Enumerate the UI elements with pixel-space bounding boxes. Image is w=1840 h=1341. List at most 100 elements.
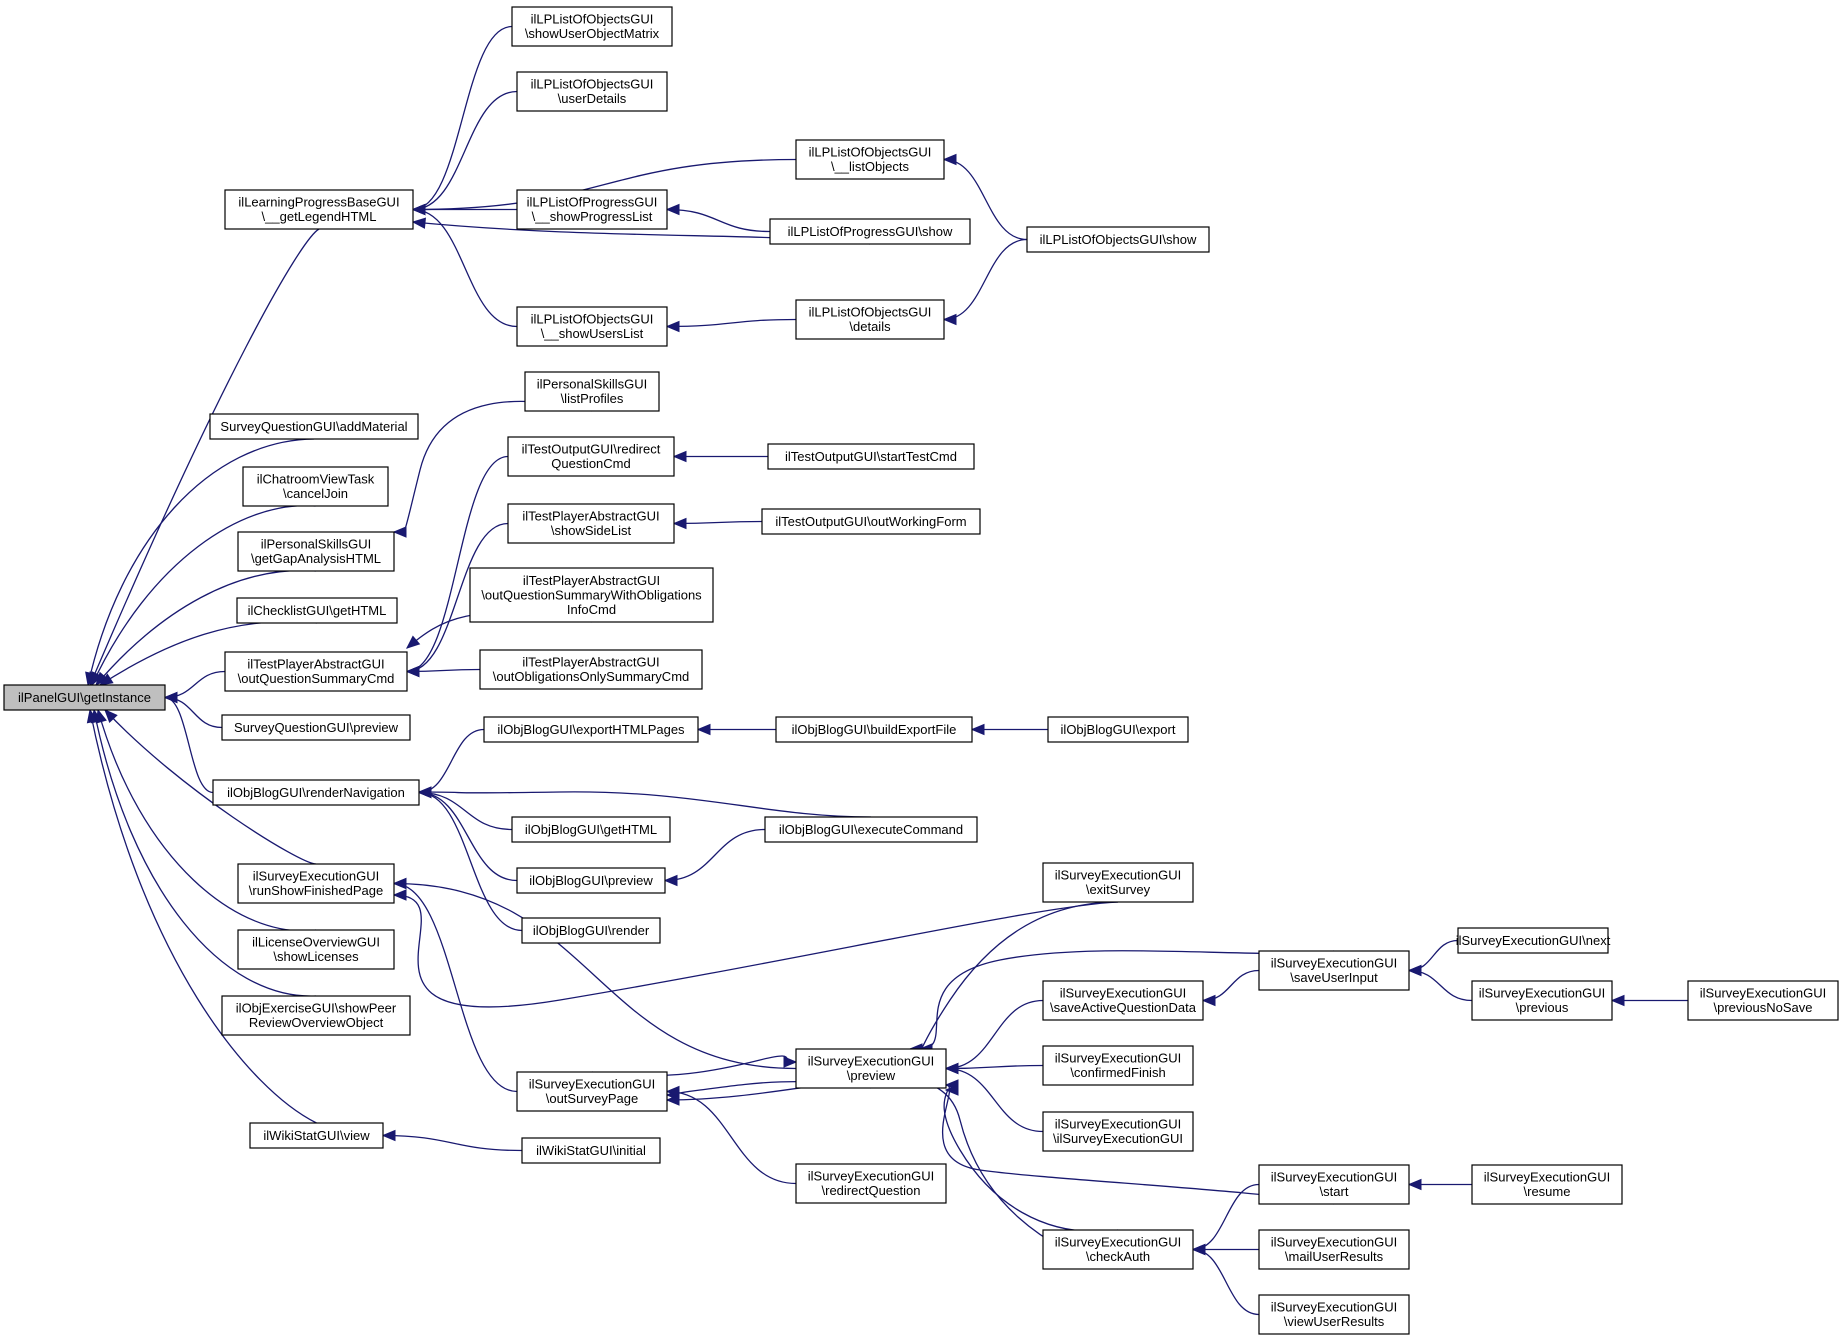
node-label-line: ilObjBlogGUI\exportHTMLPages [497, 722, 685, 737]
node-label-line: ilTestPlayerAbstractGUI [523, 573, 660, 588]
node-n32[interactable]: ilTestOutputGUI\outWorkingForm [761, 508, 981, 535]
node-box [1042, 1229, 1194, 1270]
edge-n12-to-n0-line [89, 709, 317, 1124]
edge-n39-to-n9 [392, 889, 1119, 1008]
edge-n35-to-n9-line [393, 882, 797, 1070]
node-n34[interactable]: ilObjBlogGUI\executeCommand [764, 816, 978, 843]
node-label-line: \__getLegendHTML [262, 209, 377, 224]
node-n19[interactable]: ilTestPlayerAbstractGUI\showSideList [507, 503, 675, 544]
node-n38[interactable]: ilObjBlogGUI\export [1047, 716, 1189, 743]
edge-n26-to-n9 [392, 877, 518, 1093]
node-n14[interactable]: ilLPListOfObjectsGUI\userDetails [516, 71, 668, 112]
node-n4[interactable]: ilPersonalSkillsGUI\getGapAnalysisHTML [237, 531, 395, 572]
node-n51[interactable]: ilSurveyExecutionGUI\previousNoSave [1687, 980, 1839, 1021]
node-n6[interactable]: ilTestPlayerAbstractGUI\outQuestionSumma… [224, 651, 408, 692]
node-label-line: \showSideList [551, 523, 632, 538]
edge-n49-to-n44-arrowhead [1407, 964, 1422, 977]
node-n31[interactable]: ilTestOutputGUI\startTestCmd [767, 443, 975, 470]
node-box [516, 71, 668, 112]
node-label-line: ilSurveyExecutionGUI [1479, 986, 1605, 1001]
node-n42[interactable]: ilSurveyExecutionGUI\ilSurveyExecutionGU… [1042, 1111, 1194, 1152]
node-n33[interactable]: ilObjBlogGUI\buildExportFile [775, 716, 973, 743]
edge-n25-to-n8-line [418, 791, 523, 932]
node-n26[interactable]: ilSurveyExecutionGUI\outSurveyPage [516, 1071, 668, 1112]
edge-n39-to-n35-line [909, 901, 1119, 1051]
edge-n44-to-n40 [1201, 969, 1260, 1007]
edge-n51-to-n49 [1610, 994, 1688, 1007]
node-label-line: ilLicenseOverviewGUI [252, 935, 380, 950]
node-n12[interactable]: ilWikiStatGUI\view [249, 1122, 384, 1149]
node-n25[interactable]: ilObjBlogGUI\render [521, 917, 661, 944]
node-n47[interactable]: ilSurveyExecutionGUI\viewUserResults [1258, 1294, 1410, 1335]
edge-n43-to-n35 [943, 1084, 1119, 1233]
node-label-line: QuestionCmd [551, 456, 630, 471]
node-n2[interactable]: SurveyQuestionGUI\addMaterial [209, 413, 419, 440]
node-label-line: InfoCmd [567, 602, 616, 617]
node-n5[interactable]: ilChecklistGUI\getHTML [236, 597, 398, 624]
edge-n18-to-n6-line [406, 455, 509, 673]
node-n46[interactable]: ilSurveyExecutionGUI\mailUserResults [1258, 1229, 1410, 1270]
node-n3[interactable]: ilChatroomViewTask\cancelJoin [242, 466, 389, 507]
node-n17[interactable]: ilPersonalSkillsGUI\listProfiles [524, 371, 660, 412]
edge-n31-to-n18-arrowhead [672, 450, 687, 463]
node-n23[interactable]: ilObjBlogGUI\getHTML [511, 816, 671, 843]
node-n45[interactable]: ilSurveyExecutionGUI\start [1258, 1164, 1410, 1205]
node-n35[interactable]: ilSurveyExecutionGUI\preview [795, 1048, 947, 1089]
edge-n30-to-n16-arrowhead [665, 320, 680, 333]
node-box [1047, 716, 1189, 743]
edge-n9-to-n0-arrowhead [104, 709, 118, 724]
node-n13[interactable]: ilLPListOfObjectsGUI\showUserObjectMatri… [511, 6, 673, 47]
node-n9[interactable]: ilSurveyExecutionGUI\runShowFinishedPage [237, 863, 395, 904]
edge-n18-to-n6 [405, 455, 509, 678]
node-n48[interactable]: ilSurveyExecutionGUI\next [1456, 927, 1611, 954]
edge-n36-to-n26-line [666, 1090, 797, 1185]
node-label-line: \saveActiveQuestionData [1050, 1000, 1197, 1015]
node-box [221, 714, 411, 741]
node-n50[interactable]: ilSurveyExecutionGUI\resume [1471, 1164, 1623, 1205]
node-n49[interactable]: ilSurveyExecutionGUI\previous [1471, 980, 1613, 1021]
edge-n27-to-n12-line [382, 1134, 523, 1152]
node-n11[interactable]: ilObjExerciseGUI\showPeerReviewOverviewO… [221, 995, 411, 1036]
node-n21[interactable]: ilTestPlayerAbstractGUI\outObligationsOn… [479, 649, 703, 690]
edge-n34-to-n24-line [664, 828, 766, 882]
node-n22[interactable]: ilObjBlogGUI\exportHTMLPages [483, 716, 699, 743]
edge-n27-to-n12-arrowhead [381, 1129, 396, 1142]
edge-n16-to-n1-arrowhead [411, 203, 426, 216]
node-n20[interactable]: ilTestPlayerAbstractGUI\outQuestionSumma… [469, 567, 714, 623]
node-n16[interactable]: ilLPListOfObjectsGUI\__showUsersList [516, 306, 668, 347]
node-label-line: ilSurveyExecutionGUI [1484, 1170, 1610, 1185]
node-label-line: ilLPListOfObjectsGUI\show [1040, 232, 1197, 247]
nodes-layer: ilPanelGUI\getInstance ilLearningProgress… [3, 6, 1839, 1335]
node-label-line: ilLearningProgressBaseGUI [238, 195, 399, 210]
edge-n12-to-n0-arrowhead [86, 708, 99, 724]
edge-n35-to-n9 [392, 877, 797, 1070]
node-n0[interactable]: ilPanelGUI\getInstance [3, 684, 166, 711]
edge-n27-to-n12 [381, 1129, 523, 1152]
node-n39[interactable]: ilSurveyExecutionGUI\exitSurvey [1042, 862, 1194, 903]
node-n44[interactable]: ilSurveyExecutionGUI\saveUserInput [1258, 950, 1410, 991]
node-n7[interactable]: SurveyQuestionGUI\preview [221, 714, 411, 741]
edge-n24-to-n8 [417, 786, 518, 882]
node-n8[interactable]: ilObjBlogGUI\renderNavigation [212, 779, 420, 806]
node-n36[interactable]: ilSurveyExecutionGUI\redirectQuestion [795, 1163, 947, 1204]
node-n1[interactable]: ilLearningProgressBaseGUI\__getLegendHTM… [224, 189, 414, 230]
edge-n5-to-n0-arrowhead [98, 673, 114, 686]
node-n40[interactable]: ilSurveyExecutionGUI\saveActiveQuestionD… [1042, 980, 1204, 1021]
node-n15[interactable]: ilLPListOfProgressGUI\__showProgressList [516, 189, 668, 230]
node-n41[interactable]: ilSurveyExecutionGUI\confirmedFinish [1042, 1045, 1194, 1086]
node-box [761, 508, 981, 535]
node-n29[interactable]: ilLPListOfProgressGUI\show [769, 218, 971, 245]
edge-n49-to-n44-line [1408, 969, 1473, 1002]
node-n24[interactable]: ilObjBlogGUI\preview [516, 867, 666, 894]
node-n30[interactable]: ilLPListOfObjectsGUI\details [795, 299, 945, 340]
node-n10[interactable]: ilLicenseOverviewGUI\showLicenses [237, 929, 395, 970]
edge-n20-to-n6-arrowhead [406, 635, 421, 649]
node-n37[interactable]: ilLPListOfObjectsGUI\show [1026, 226, 1210, 253]
node-n27[interactable]: ilWikiStatGUI\initial [521, 1137, 661, 1164]
node-label-line: \getGapAnalysisHTML [251, 551, 381, 566]
node-n28[interactable]: ilLPListOfObjectsGUI\__listObjects [795, 139, 945, 180]
node-n43[interactable]: ilSurveyExecutionGUI\checkAuth [1042, 1229, 1194, 1270]
node-box [1042, 1111, 1194, 1152]
edge-n11-to-n0-line [93, 709, 317, 997]
